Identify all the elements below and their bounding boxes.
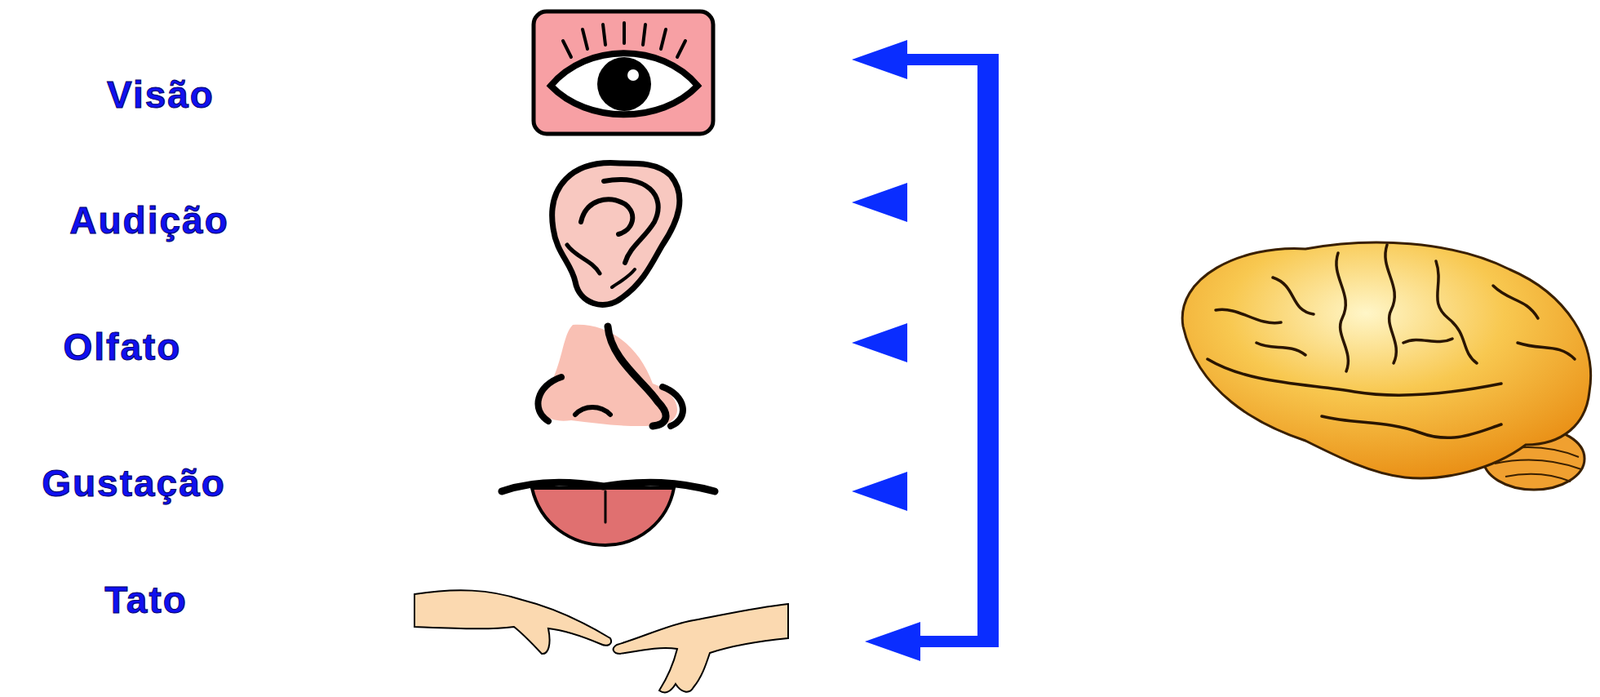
eye-outline: [550, 53, 698, 115]
eye-frame: [533, 11, 714, 134]
nostril-wing: [537, 376, 562, 422]
ear-fold: [580, 199, 633, 235]
ear-outline: [552, 163, 680, 306]
arrowhead: [851, 323, 908, 363]
eyelash: [677, 40, 686, 58]
hands-icon: [414, 589, 789, 692]
sense-label: Tato: [104, 580, 188, 619]
iris: [597, 57, 652, 111]
bracket-arrows: [851, 39, 999, 661]
tongue-line: [604, 491, 608, 523]
sulcus: [1436, 261, 1477, 364]
nostril-wing: [662, 386, 683, 426]
sense-label: Olfato: [63, 327, 182, 366]
sulcus: [1215, 277, 1314, 324]
eyelash: [660, 29, 666, 49]
sulcus: [1336, 252, 1348, 372]
eye-icon: [533, 11, 714, 134]
eyelash: [602, 24, 606, 45]
eye-highlight: [627, 69, 639, 81]
lips: [501, 482, 715, 492]
bracket-bar: [977, 53, 999, 648]
eyelash: [622, 22, 626, 44]
sulcus: [1493, 285, 1575, 360]
eyelash: [582, 29, 588, 49]
nostril: [575, 407, 611, 415]
eyelash: [642, 24, 646, 45]
arrowhead: [864, 621, 921, 661]
brain-sulci: [1207, 244, 1575, 438]
sense-label: Gustação: [41, 464, 227, 502]
brain-illustration: [1182, 242, 1591, 490]
hand: [414, 589, 612, 654]
sulcus: [1385, 244, 1397, 364]
tongue: [531, 487, 674, 546]
sense-label: Audição: [69, 201, 229, 240]
sulcus: [1256, 338, 1453, 355]
nose-icon: [537, 324, 683, 426]
sense-label: Visão: [106, 75, 215, 114]
arrowhead: [851, 39, 908, 80]
ear-fold: [567, 244, 600, 274]
sulcus: [1321, 416, 1502, 438]
bracket-arm: [897, 53, 999, 66]
tongue-icon: [501, 482, 715, 546]
cerebrum: [1182, 242, 1591, 479]
ear-icon: [552, 163, 680, 306]
sulcus: [1207, 359, 1502, 395]
ear-fold: [611, 269, 635, 288]
arrowhead: [851, 471, 908, 511]
nose-bridge: [607, 326, 666, 426]
hand: [613, 603, 789, 692]
eyelash: [562, 40, 572, 58]
arrowhead: [851, 182, 908, 222]
